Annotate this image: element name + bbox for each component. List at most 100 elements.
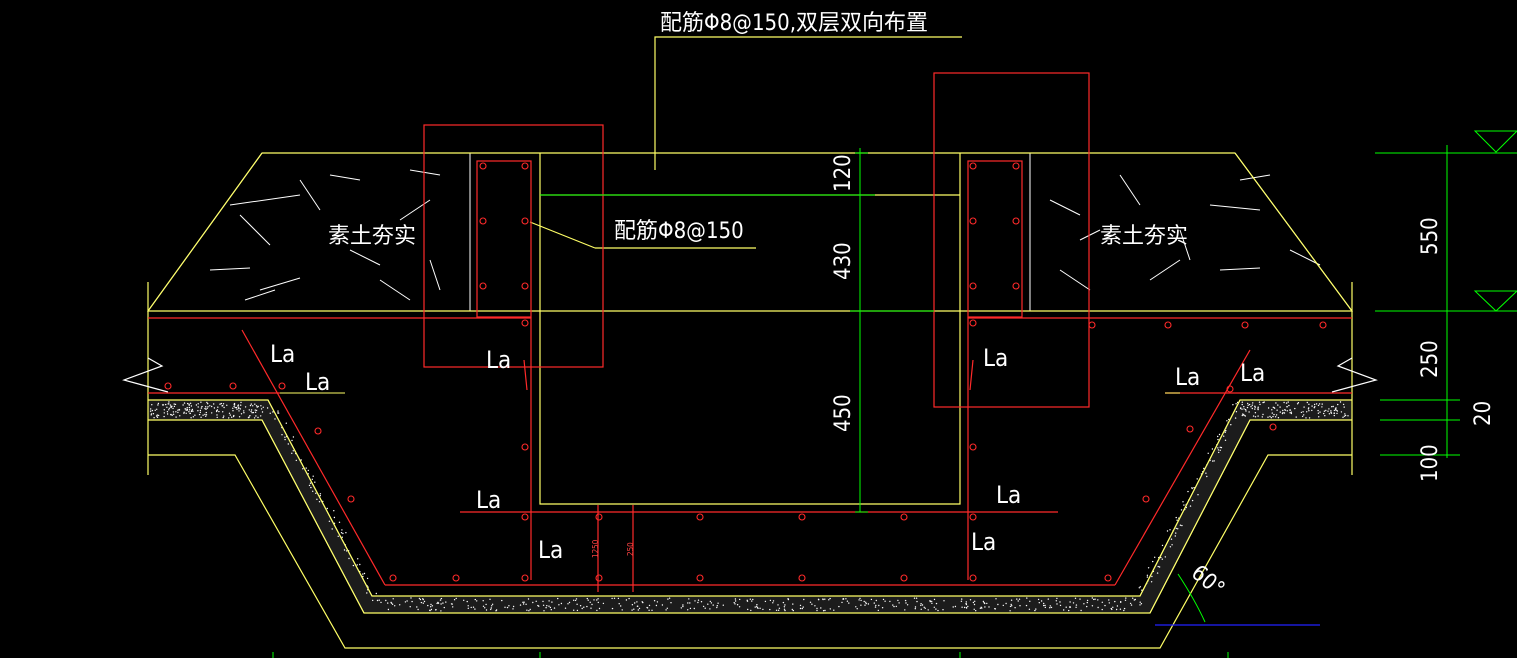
speckle (474, 598, 476, 601)
speckle (1047, 598, 1050, 600)
speckle (646, 607, 649, 609)
speckle (250, 409, 253, 411)
speckle (602, 602, 605, 605)
speckle (1331, 406, 1333, 408)
speckle (1279, 406, 1281, 408)
speckle (439, 599, 442, 601)
speckle (756, 605, 758, 608)
speckle (1189, 505, 1192, 507)
speckle (1171, 544, 1173, 546)
rebar-section (969, 319, 977, 327)
speckle (1133, 599, 1136, 601)
speckle (156, 415, 158, 417)
speckle (1218, 451, 1220, 454)
rebar-section (521, 162, 529, 170)
soil-label-right: 素土夯实 (1100, 224, 1188, 249)
speckle (1130, 604, 1133, 606)
speckle (192, 416, 195, 418)
speckle (211, 405, 213, 408)
speckle (376, 599, 379, 602)
speckle (670, 602, 672, 604)
speckle (491, 605, 493, 607)
speckle (366, 592, 368, 594)
speckle (736, 604, 739, 606)
speckle (717, 602, 719, 604)
rebar-section (521, 443, 529, 451)
speckle (863, 600, 865, 603)
speckle (170, 406, 172, 409)
speckle (829, 608, 831, 610)
speckle (467, 605, 469, 607)
speckle (1279, 411, 1282, 413)
speckle (206, 401, 208, 404)
speckle (878, 604, 880, 607)
speckle (596, 609, 598, 612)
speckle (1275, 414, 1278, 416)
speckle (1104, 604, 1106, 607)
speckle (166, 406, 168, 408)
rebar-section (696, 513, 704, 521)
speckle (284, 436, 286, 438)
speckle (312, 490, 314, 492)
la-label: La (1240, 359, 1265, 387)
dim-430: 430 (831, 242, 856, 280)
speckle (893, 605, 895, 608)
speckle (1311, 409, 1313, 412)
speckle (1158, 566, 1161, 568)
speckle (920, 603, 922, 605)
speckle (842, 598, 845, 600)
speckle (523, 601, 525, 603)
speckle (864, 604, 866, 606)
speckle (1251, 404, 1254, 406)
speckle (1169, 529, 1171, 531)
speckle (855, 606, 857, 608)
speckle (1270, 417, 1273, 419)
speckle (782, 601, 785, 604)
speckle (199, 411, 201, 414)
speckle (689, 607, 692, 610)
speckle (175, 416, 177, 418)
speckle (380, 601, 382, 604)
speckle (260, 408, 263, 410)
speckle (222, 411, 224, 413)
speckle (1245, 410, 1247, 412)
speckle (1313, 403, 1316, 406)
speckle (591, 603, 593, 606)
speckle (734, 603, 736, 605)
speckle (1146, 574, 1149, 576)
speckle (1123, 609, 1125, 612)
speckle (1325, 409, 1327, 412)
speckle (583, 606, 585, 608)
speckle (1241, 403, 1243, 406)
bedding-layer (147, 399, 1353, 614)
speckle (168, 407, 170, 409)
speckle (190, 417, 192, 419)
speckle (1301, 415, 1304, 418)
speckle (973, 603, 976, 606)
speckle (390, 602, 393, 604)
speckle (363, 572, 366, 575)
dim-550: 550 (1418, 217, 1443, 255)
speckle (152, 413, 155, 415)
speckle (667, 598, 669, 600)
speckle (1115, 608, 1118, 611)
speckle (792, 603, 794, 605)
speckle (904, 609, 906, 611)
speckle (218, 410, 220, 413)
speckle (1086, 605, 1088, 608)
speckle (392, 598, 394, 600)
speckle (1273, 413, 1275, 416)
speckle (634, 602, 636, 604)
speckle (190, 405, 193, 407)
speckle (689, 602, 691, 604)
speckle (185, 409, 187, 411)
speckle (149, 410, 152, 412)
speckle (1241, 414, 1244, 417)
speckle (150, 408, 152, 410)
speckle (1267, 416, 1269, 418)
speckle (1240, 407, 1242, 409)
speckle (156, 416, 159, 418)
speckle (418, 597, 421, 600)
rebar (148, 72, 1352, 592)
speckle (935, 602, 938, 605)
